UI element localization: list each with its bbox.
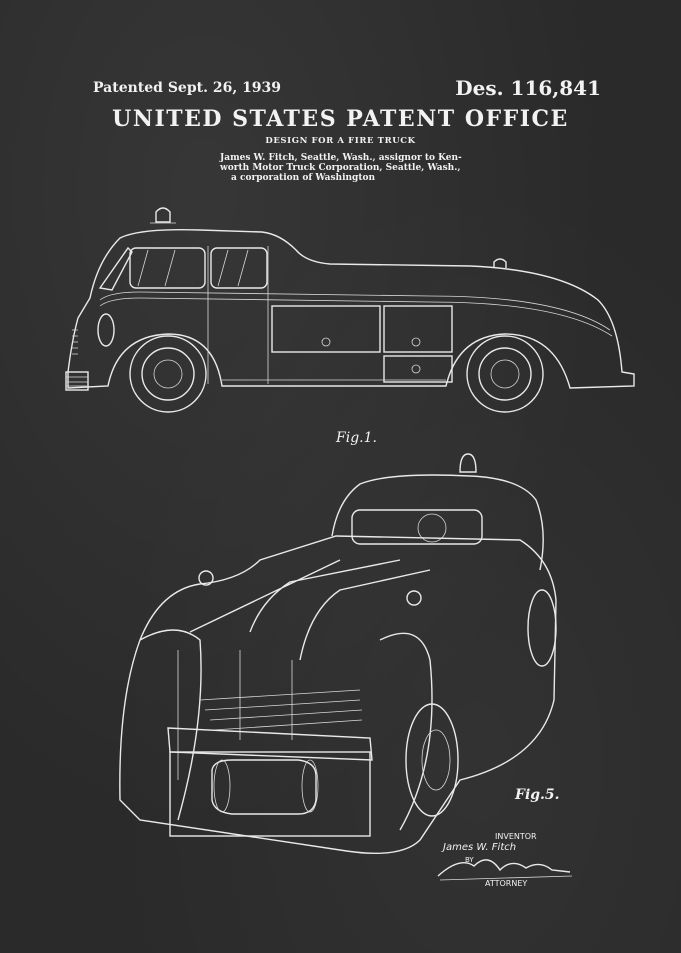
fig5-rear-window <box>351 509 483 545</box>
door-handle-icon <box>411 364 421 374</box>
rear-beacon <box>493 258 507 268</box>
cab-beacon <box>155 207 171 223</box>
fig5-rear-wheel-hub <box>421 729 451 791</box>
rear-window <box>210 247 268 289</box>
fig5-reel-end <box>301 759 319 813</box>
patent-number: Des. 116,841 <box>455 76 601 100</box>
compartment-door-2 <box>383 305 453 353</box>
rear-wheel <box>466 335 544 413</box>
attorney-label: ATTORNEY <box>485 879 528 888</box>
fig5-body-outline <box>119 535 557 854</box>
fig5-right-lamp <box>406 590 422 606</box>
side-stripe-lower <box>99 297 613 337</box>
inventor-line: James W. Fitch, Seattle, Wash., assignor… <box>220 153 462 163</box>
fig5-front-wheel <box>527 589 557 667</box>
signature-underline <box>439 875 573 881</box>
windshield <box>98 246 133 291</box>
compartment-door-3 <box>383 355 453 383</box>
door-handle-icon <box>411 337 421 347</box>
fig5-hose-reel <box>211 759 317 815</box>
grille-bars <box>72 329 78 355</box>
front-wheel-rim <box>141 347 195 401</box>
patent-date: Patented Sept. 26, 1939 <box>93 80 282 96</box>
window-reflections <box>137 249 249 287</box>
fig5-bed-posts <box>177 650 293 780</box>
cab-door-lines <box>207 246 269 384</box>
bumper-lines <box>66 376 88 387</box>
fig5-rear-wheel <box>405 703 459 817</box>
fig5-bed-dividers <box>189 559 431 661</box>
rear-hub <box>490 359 520 389</box>
office-title: UNITED STATES PATENT OFFICE <box>112 106 569 132</box>
inventor-text: James W. Fitch, Seattle, Wash., assignor… <box>220 153 490 183</box>
headlight <box>97 313 115 347</box>
truck-body-outline <box>67 228 635 389</box>
fig5-left-lamp <box>198 570 214 586</box>
fig5-rear-step <box>169 751 371 837</box>
inventor-title: INVENTOR <box>495 832 537 841</box>
door-handle-icon <box>321 337 331 347</box>
front-window <box>129 247 206 289</box>
rear-wheel-rim <box>478 347 532 401</box>
inventor-line: a corporation of Washington <box>231 173 376 183</box>
inventor-line: worth Motor Truck Corporation, Seattle, … <box>220 163 461 173</box>
steering-wheel-icon <box>417 513 447 543</box>
side-stripe-upper <box>99 291 611 331</box>
by-label: BY <box>465 856 474 864</box>
front-wheel <box>129 335 207 413</box>
fig5-reel-end <box>213 759 231 813</box>
fig5-label: Fig.5. <box>515 787 560 803</box>
attorney-signature <box>437 859 571 877</box>
fig5-tailboard <box>167 727 373 761</box>
front-bumper <box>65 371 89 391</box>
fig5-cab-roof <box>331 474 544 571</box>
fig5-right-fender <box>379 632 433 831</box>
fig5-floor-grating <box>199 689 363 731</box>
fig5-beacon <box>459 453 477 473</box>
fig5-left-fender <box>139 629 202 821</box>
front-hub <box>153 359 183 389</box>
fig1-label: Fig.1. <box>336 430 377 446</box>
inventor-name: James W. Fitch <box>443 842 517 853</box>
compartment-door-1 <box>271 305 381 353</box>
design-title: DESIGN FOR A FIRE TRUCK <box>265 136 416 146</box>
